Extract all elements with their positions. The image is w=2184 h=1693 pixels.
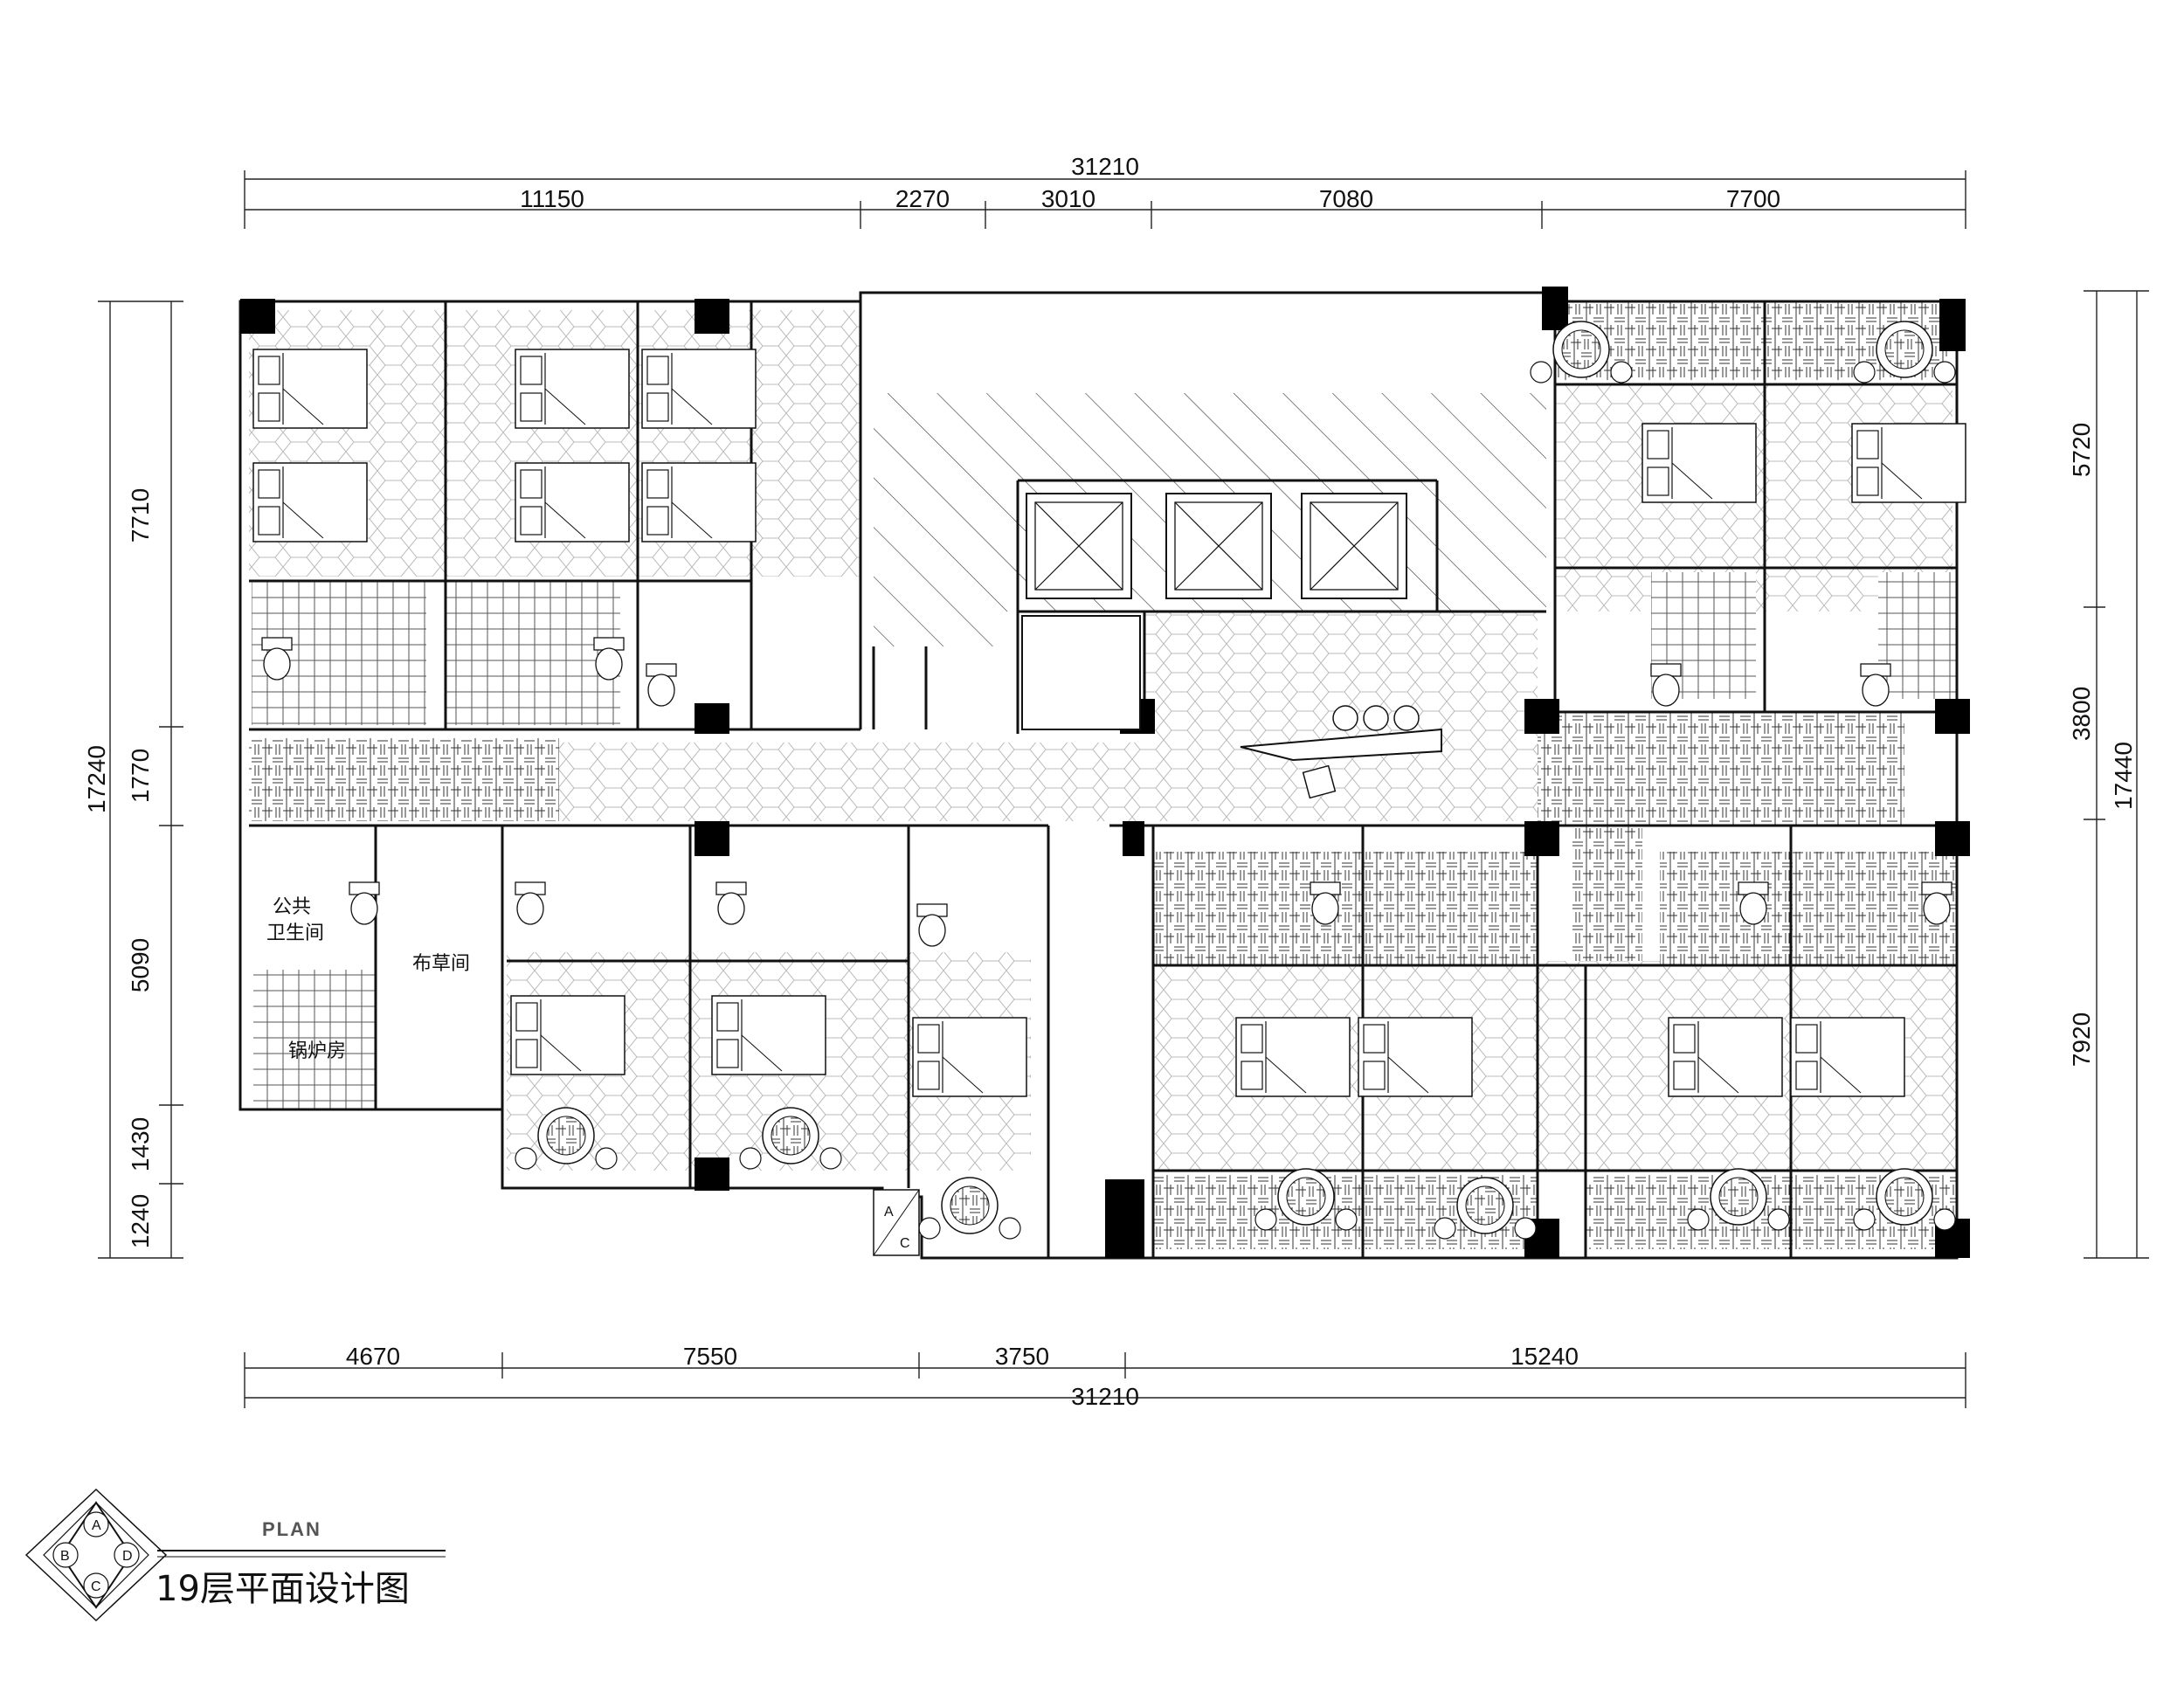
drawing-title: 19层平面设计图 [156, 1569, 410, 1609]
dimension-right: 5720 3800 7920 17440 [2068, 290, 2149, 1259]
label-linen-room: 布草间 [412, 953, 470, 975]
dim-right-seg-1: 5720 [2068, 423, 2095, 477]
compass-letter-d: D [122, 1549, 133, 1564]
dim-bottom-seg-1: 4670 [346, 1343, 400, 1370]
label-shaft-a: A [884, 1205, 894, 1220]
dim-top-seg-1: 11150 [520, 185, 584, 212]
elevators [1021, 493, 1407, 730]
title-block: PLAN 19层平面设计图 [156, 1518, 446, 1609]
dim-top-seg-3: 3010 [1041, 185, 1095, 212]
dim-right-seg-2: 3800 [2068, 687, 2095, 741]
dim-bottom-seg-4: 15240 [1510, 1343, 1579, 1370]
dimension-top: 31210 11150 2270 3010 7080 7700 [244, 153, 1966, 229]
dim-bottom-seg-2: 7550 [683, 1343, 737, 1370]
dim-top-seg-5: 7700 [1726, 185, 1780, 212]
compass-letter-b: B [60, 1549, 70, 1564]
label-boiler-room: 锅炉房 [288, 1040, 346, 1062]
reception-desk [1240, 705, 1442, 799]
dim-top-seg-2: 2270 [895, 185, 950, 212]
room-labels: 公共 卫生间 布草间 锅炉房 A C [266, 896, 920, 1256]
dim-bottom-total: 31210 [1071, 1383, 1139, 1410]
dim-left-seg-2: 1770 [127, 749, 154, 803]
dimension-bottom: 4670 7550 3750 15240 31210 [244, 1343, 1966, 1410]
dim-right-seg-3: 7920 [2068, 1012, 2095, 1067]
dim-left-total: 17240 [83, 745, 110, 813]
compass-letter-c: C [91, 1579, 101, 1594]
dim-left-seg-1: 7710 [127, 488, 154, 542]
dim-bottom-seg-3: 3750 [995, 1343, 1049, 1370]
label-shaft-c: C [900, 1236, 910, 1251]
compass-rose: A B C D [24, 1488, 168, 1622]
dim-right-total: 17440 [2110, 742, 2137, 810]
dim-top-seg-4: 7080 [1319, 185, 1373, 212]
label-public-wc-line2: 卫生间 [266, 923, 324, 944]
dim-top-total: 31210 [1071, 153, 1139, 180]
dim-left-seg-5: 1240 [127, 1194, 154, 1248]
dimension-left: 17240 7710 1770 5090 1430 1240 [83, 301, 183, 1259]
label-public-wc-line1: 公共 [273, 896, 311, 918]
dim-left-seg-4: 1430 [127, 1117, 154, 1171]
plan-word: PLAN [262, 1518, 321, 1540]
dim-left-seg-3: 5090 [127, 938, 154, 992]
compass-letter-a: A [92, 1518, 101, 1533]
